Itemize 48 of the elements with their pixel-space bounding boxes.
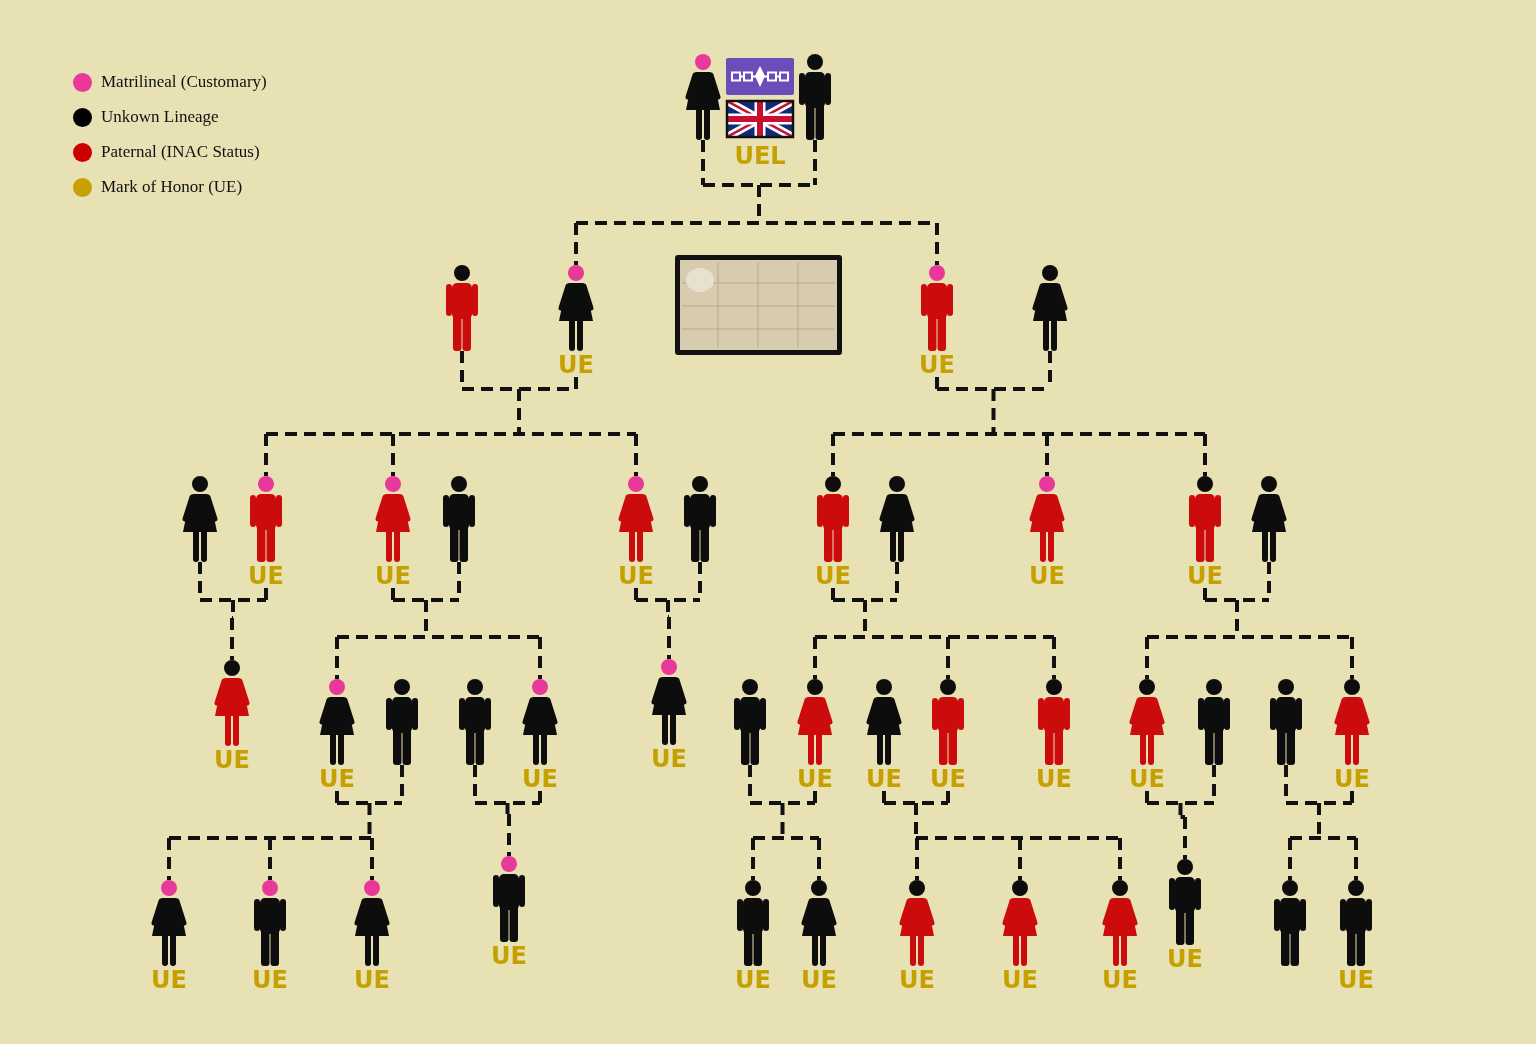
- connector-line: [1284, 763, 1358, 882]
- connector-line: [634, 560, 702, 661]
- honor-mark: UE: [815, 564, 851, 588]
- honor-mark: UE: [899, 968, 935, 992]
- connector-line: [882, 789, 1122, 882]
- legend-label: Paternal (INAC Status): [101, 142, 260, 162]
- connector-line: [1145, 763, 1216, 861]
- honor-mark: UE: [919, 353, 955, 377]
- honor-mark: UE: [735, 968, 771, 992]
- honor-mark: UE: [930, 767, 966, 791]
- honor-mark: UE: [252, 968, 288, 992]
- honor-mark: UE: [522, 767, 558, 791]
- connector-line: [748, 763, 821, 882]
- connector-line: [574, 138, 939, 267]
- honor-mark: UE: [214, 748, 250, 772]
- honor-mark: UE: [1036, 767, 1072, 791]
- honor-mark: UE: [866, 767, 902, 791]
- legend-label: Unkown Lineage: [101, 107, 219, 127]
- connector-line: [167, 763, 404, 882]
- honor-mark: UE: [558, 353, 594, 377]
- honor-mark: UE: [797, 767, 833, 791]
- honor-mark: UE: [151, 968, 187, 992]
- honor-mark: UE: [618, 564, 654, 588]
- honor-mark: UE: [375, 564, 411, 588]
- honor-mark: UE: [801, 968, 837, 992]
- legend-label: Mark of Honor (UE): [101, 177, 243, 197]
- honor-mark: UE: [1334, 767, 1370, 791]
- connector-line: [264, 349, 638, 478]
- honor-mark: UE: [491, 944, 527, 968]
- honor-mark: UE: [1029, 564, 1065, 588]
- honor-mark: UE: [319, 767, 355, 791]
- connector-line: [473, 763, 542, 858]
- honor-mark: UE: [354, 968, 390, 992]
- connector-line: [1145, 560, 1354, 681]
- connector-line: [198, 560, 268, 662]
- connector-line: [335, 560, 542, 681]
- honor-mark: UE: [1102, 968, 1138, 992]
- honor-mark: UE: [651, 747, 687, 771]
- honor-mark: UE: [248, 564, 284, 588]
- honor-mark: UE: [1338, 968, 1374, 992]
- honor-mark: UE: [1167, 947, 1203, 971]
- honor-mark: UE: [1129, 767, 1165, 791]
- honor-mark: UEL: [734, 143, 786, 169]
- connector-line: [831, 349, 1207, 478]
- honor-mark: UE: [1187, 564, 1223, 588]
- honor-mark: UE: [1002, 968, 1038, 992]
- legend-label: Matrilineal (Customary): [101, 72, 267, 92]
- connector-line: [813, 560, 1056, 681]
